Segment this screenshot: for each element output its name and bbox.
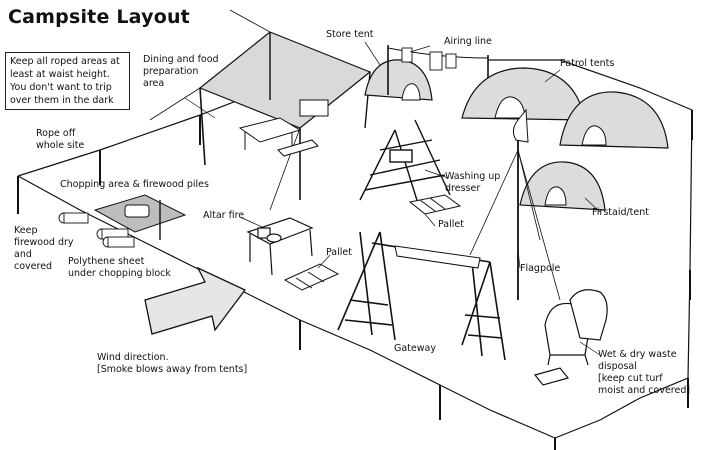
label-line: Washing up xyxy=(445,171,501,182)
label-pallet-right: Pallet xyxy=(438,219,464,230)
label-line: area xyxy=(143,78,165,89)
label-line: moist and covered] xyxy=(598,385,691,396)
label-line: preparation xyxy=(143,66,199,77)
label-firstaid: Firstaid/tent xyxy=(592,207,649,218)
page-title: Campsite Layout xyxy=(8,6,190,28)
label-line: Dining and food xyxy=(143,54,219,65)
flagpole xyxy=(469,108,561,301)
altar-fire xyxy=(246,217,314,276)
label-store-tent: Store tent xyxy=(326,29,374,40)
label-pallet-left: Pallet xyxy=(326,247,352,258)
boundary-stakes xyxy=(17,110,693,450)
label-wind: Wind direction. [Smoke blows away from t… xyxy=(97,352,247,376)
label-gateway: Gateway xyxy=(394,343,436,354)
label-line: Keep xyxy=(14,225,38,236)
pallet-left xyxy=(283,263,340,291)
note-line: least at waist height. xyxy=(10,69,110,80)
waste-disposal xyxy=(533,289,608,386)
firstaid-tent xyxy=(519,161,606,211)
patrol-tents xyxy=(461,67,669,149)
label-keep-firewood: Keep firewood dry and covered xyxy=(14,225,74,273)
label-line: firewood dry xyxy=(14,237,74,248)
label-line: Polythene sheet xyxy=(68,256,145,267)
label-line: Wet & dry waste xyxy=(598,349,677,360)
label-flagpole: Flagpole xyxy=(520,263,561,274)
label-line: under chopping block xyxy=(68,268,171,279)
label-line: whole site xyxy=(36,140,85,151)
label-line: disposal xyxy=(598,361,637,372)
label-line: [keep cut turf xyxy=(598,373,663,384)
label-washing-up: Washing up dresser xyxy=(445,171,500,195)
note-line: You don't want to trip xyxy=(10,82,112,93)
label-patrol-tents: Patrol tents xyxy=(560,58,615,69)
note-box: Keep all roped areas at least at waist h… xyxy=(5,52,130,110)
note-line: Keep all roped areas at xyxy=(10,56,120,67)
label-line: [Smoke blows away from tents] xyxy=(97,364,248,375)
label-line: and xyxy=(14,249,32,260)
leader-lines xyxy=(184,41,601,356)
label-airing-line: Airing line xyxy=(444,36,492,47)
label-chopping: Chopping area & firewood piles xyxy=(60,179,209,190)
store-tent xyxy=(364,59,433,101)
label-line: Wind direction. xyxy=(97,352,169,363)
gateway xyxy=(337,231,506,361)
wind-arrow xyxy=(144,266,246,335)
pallet-right xyxy=(408,194,462,215)
note-line: over them in the dark xyxy=(10,95,114,106)
label-line: Rope off xyxy=(36,128,76,139)
chopping-area xyxy=(58,194,187,248)
label-polythene: Polythene sheet under chopping block xyxy=(68,256,171,280)
label-altar-fire: Altar fire xyxy=(203,210,245,221)
dining-shelter xyxy=(149,9,372,211)
label-dining: Dining and food preparation area xyxy=(143,54,219,90)
label-rope-off: Rope off whole site xyxy=(36,128,84,152)
label-line: dresser xyxy=(445,183,481,194)
label-line: covered xyxy=(14,261,53,272)
washing-up-dresser xyxy=(359,119,451,211)
label-waste: Wet & dry waste disposal [keep cut turf … xyxy=(598,349,690,397)
